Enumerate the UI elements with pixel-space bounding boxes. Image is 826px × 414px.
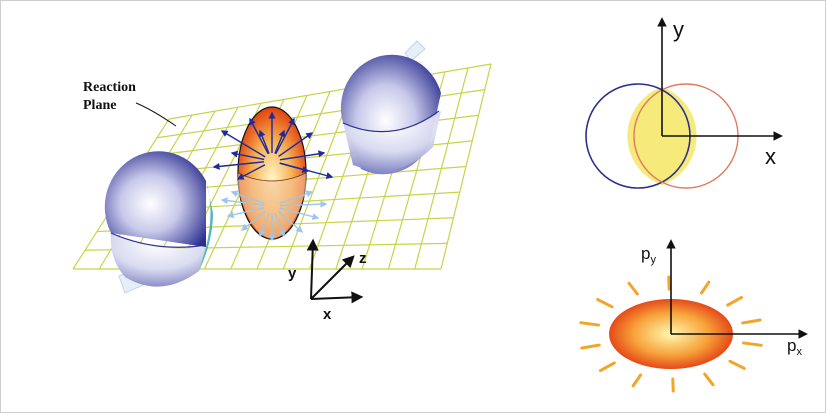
emission-ray (730, 361, 744, 368)
coordinate-axes (311, 241, 361, 299)
momentum-axis-py-label: py (641, 244, 656, 266)
emission-ray (744, 343, 762, 345)
reaction-plane-pointer (136, 103, 176, 126)
momentum-space-diagram (581, 241, 806, 391)
emission-ray (598, 300, 612, 307)
emission-ray (743, 320, 760, 323)
nucleus-left (105, 151, 213, 293)
emission-ray (633, 375, 640, 386)
emission-ray (582, 345, 599, 348)
emission-ray (581, 323, 599, 325)
emission-ray (600, 363, 614, 371)
axis-label-y: y (288, 265, 297, 282)
axis-label-z: z (359, 250, 367, 267)
grid-line (169, 64, 491, 119)
nucleus-right (341, 41, 441, 174)
reaction-plane-label-line2: Plane (83, 98, 116, 113)
reaction-plane-label-line1: Reaction (83, 80, 136, 95)
emission-ray (701, 282, 708, 293)
emission-ray (705, 374, 713, 385)
emission-ray (629, 283, 637, 294)
emission-ray (728, 297, 742, 305)
momentum-axis-px-label: px (787, 336, 802, 358)
overlap-axis-y-label: y (673, 17, 684, 42)
axis-label-x: x (323, 306, 332, 323)
overlap-axis-x-label: x (765, 144, 776, 169)
transverse-overlap-diagram (586, 19, 781, 188)
